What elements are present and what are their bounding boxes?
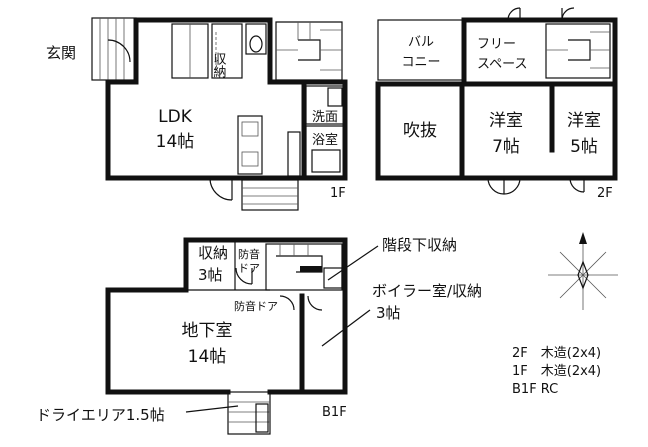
construction-note-1f: 1F 木造(2x4) bbox=[512, 364, 601, 379]
construction-note-2f: 2F 木造(2x4) bbox=[512, 346, 601, 361]
entrance-door-swing bbox=[107, 39, 131, 63]
boiler-room-label-line1: ボイラー室/収納 bbox=[372, 282, 482, 300]
free-space-label-line1: フリー bbox=[477, 37, 516, 52]
soundproof-door-label-1-line1: 防音 bbox=[238, 247, 260, 261]
floor-label-1f: 1F bbox=[330, 186, 346, 201]
leader-under-stairs bbox=[327, 245, 379, 281]
staircase-2f bbox=[545, 23, 611, 79]
washroom-area bbox=[305, 85, 345, 125]
soundproof-door-label-1-line2: ドア bbox=[238, 262, 260, 275]
storage-label-1f: 収納 bbox=[211, 52, 227, 79]
floor-2f: バル コニー フリー スペース 吹抜 洋室 7帖 洋室 5帖 2F bbox=[375, 7, 618, 201]
floor-1f: 玄関 収納 LDK 14帖 洗面 浴室 1F bbox=[46, 17, 348, 211]
boiler-room-label-line2: 3帖 bbox=[376, 304, 401, 322]
b1f-storage-name: 収納 bbox=[198, 244, 228, 262]
ldk-size: 14帖 bbox=[156, 132, 195, 152]
kitchen-counter bbox=[237, 115, 263, 175]
balcony-label-line2: コニー bbox=[401, 55, 440, 70]
outside-step-1f bbox=[241, 179, 299, 211]
floor-b1f: 収納 3帖 防音 ドア 防音ドア 地下室 14帖 階段下収納 ボイラー室/収納 … bbox=[36, 236, 482, 435]
balcony-label-line1: バル bbox=[408, 35, 434, 50]
bathroom-area bbox=[305, 125, 345, 177]
leader-boiler-room bbox=[321, 309, 371, 347]
staircase-1f bbox=[275, 21, 343, 81]
balcony-area bbox=[377, 19, 465, 81]
under-stairs-storage-label: 階段下収納 bbox=[382, 236, 457, 254]
floor-label-2f: 2F bbox=[597, 186, 613, 201]
compass-rose-icon bbox=[548, 232, 618, 310]
basement-room-size: 14帖 bbox=[188, 347, 227, 367]
entrance-porch bbox=[91, 17, 137, 81]
toilet bbox=[245, 23, 267, 55]
atrium-label: 吹抜 bbox=[403, 121, 437, 141]
under-stairs-storage-box bbox=[323, 267, 343, 289]
storage-closet-1f bbox=[211, 23, 243, 79]
western-room-b-size: 5帖 bbox=[570, 137, 598, 157]
construction-notes: 2F 木造(2x4) 1F 木造(2x4) B1F RC bbox=[512, 346, 601, 397]
bathroom-label: 浴室 bbox=[312, 132, 338, 148]
western-room-a-size: 7帖 bbox=[492, 137, 520, 157]
staircase-b1f bbox=[265, 243, 343, 291]
construction-note-b1f: B1F RC bbox=[512, 382, 558, 397]
floor-label-b1f: B1F bbox=[322, 405, 347, 420]
soundproof-door-label-2: 防音ドア bbox=[234, 299, 278, 313]
entrance-label: 玄関 bbox=[46, 44, 76, 62]
western-room-a-name: 洋室 bbox=[489, 111, 523, 131]
back-door-swing bbox=[209, 177, 233, 201]
western-room-b-name: 洋室 bbox=[567, 111, 601, 131]
dry-area-box bbox=[227, 391, 271, 435]
washroom-label: 洗面 bbox=[312, 110, 338, 125]
basement-room-name: 地下室 bbox=[182, 321, 233, 341]
dry-area-label: ドライエリア1.5帖 bbox=[36, 406, 165, 424]
leader-dry-area bbox=[185, 405, 239, 413]
b1f-storage-size: 3帖 bbox=[198, 266, 223, 284]
ldk-name: LDK bbox=[158, 107, 193, 127]
free-space-label-line2: スペース bbox=[477, 57, 527, 72]
